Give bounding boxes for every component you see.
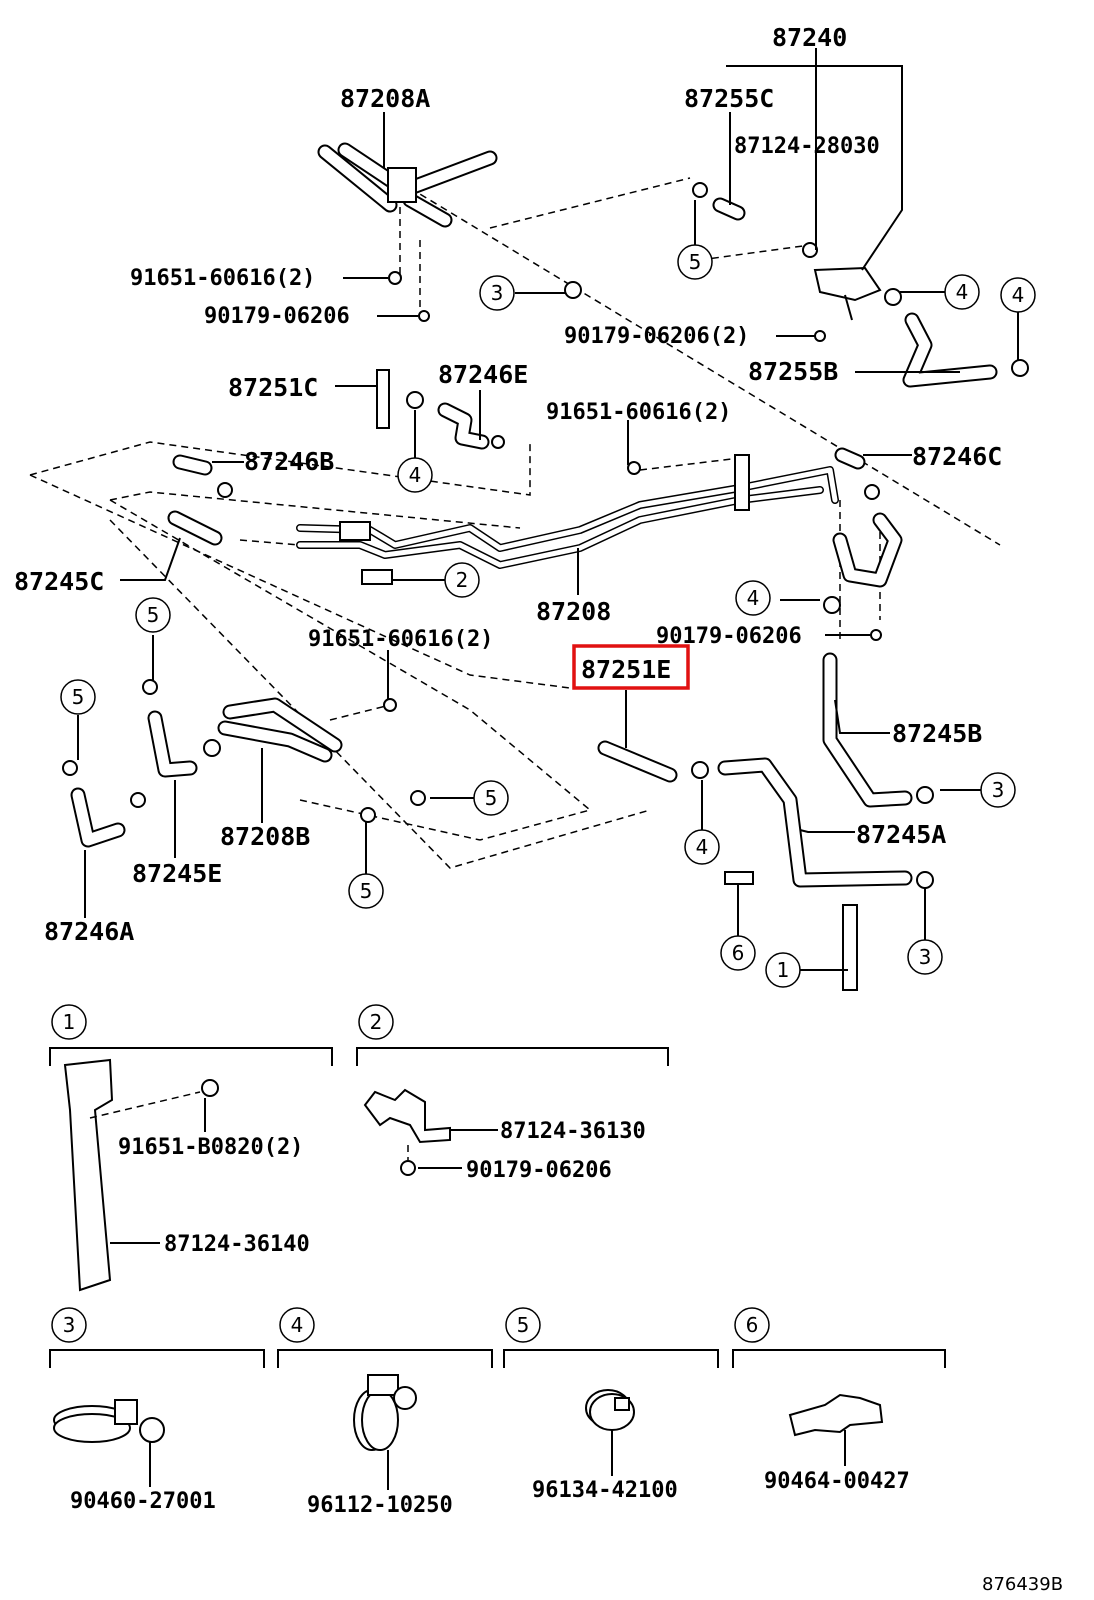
label-87255B: 87255B bbox=[748, 357, 838, 386]
callout-5: 5 bbox=[473, 780, 509, 816]
callout-4: 4 bbox=[735, 580, 771, 616]
label-87246E: 87246E bbox=[438, 360, 528, 389]
legend-group-5: 5 96134-42100 bbox=[503, 1307, 719, 1503]
svg-text:4: 4 bbox=[409, 463, 422, 487]
label-91651-60616-mid: 91651-60616(2) bbox=[546, 400, 731, 425]
label-90179-06206-top: 90179-06206 bbox=[204, 304, 350, 329]
callout-5: 5 bbox=[348, 873, 384, 909]
svg-text:2: 2 bbox=[370, 1010, 383, 1034]
svg-text:6: 6 bbox=[746, 1313, 759, 1337]
label-87255C: 87255C bbox=[684, 84, 774, 113]
legend-1-part-b: 87124-36140 bbox=[164, 1232, 310, 1257]
legend-group-3: 3 90460-27001 bbox=[49, 1307, 265, 1514]
svg-text:6: 6 bbox=[732, 941, 745, 965]
svg-text:5: 5 bbox=[72, 685, 85, 709]
legend-group-4: 4 96112-10250 bbox=[277, 1307, 493, 1518]
figure-id: 876439B bbox=[982, 1574, 1063, 1595]
legend-group-6: 6 90464-00427 bbox=[732, 1307, 946, 1494]
svg-text:5: 5 bbox=[147, 603, 160, 627]
callout-3: 3 bbox=[980, 772, 1016, 808]
callout-6: 6 bbox=[720, 935, 756, 971]
legend-3-part: 90460-27001 bbox=[70, 1489, 216, 1514]
svg-text:1: 1 bbox=[777, 958, 790, 982]
svg-text:4: 4 bbox=[291, 1313, 304, 1337]
svg-text:5: 5 bbox=[517, 1313, 530, 1337]
svg-text:4: 4 bbox=[956, 280, 969, 304]
legend-5-part: 96134-42100 bbox=[532, 1478, 678, 1503]
assembly-outlines bbox=[29, 177, 1001, 869]
svg-text:5: 5 bbox=[360, 879, 373, 903]
label-87251E: 87251E bbox=[581, 655, 671, 684]
label-87208A: 87208A bbox=[340, 84, 430, 113]
svg-text:3: 3 bbox=[992, 778, 1005, 802]
legend-1-part-a: 91651-B0820(2) bbox=[118, 1135, 303, 1160]
label-90179-06206-2: 90179-06206(2) bbox=[564, 324, 749, 349]
callout-5: 5 bbox=[135, 597, 171, 633]
label-87245A: 87245A bbox=[856, 820, 946, 849]
label-91651-60616-low: 91651-60616(2) bbox=[308, 627, 493, 652]
label-87208B: 87208B bbox=[220, 822, 310, 851]
svg-text:4: 4 bbox=[747, 586, 760, 610]
callout-4: 4 bbox=[684, 829, 720, 865]
legend-2-part-b: 90179-06206 bbox=[466, 1158, 612, 1183]
label-87240: 87240 bbox=[772, 23, 847, 52]
svg-text:4: 4 bbox=[696, 835, 709, 859]
callout-3: 3 bbox=[479, 275, 515, 311]
label-87245B: 87245B bbox=[892, 719, 982, 748]
label-87246C: 87246C bbox=[912, 442, 1002, 471]
svg-text:3: 3 bbox=[919, 945, 932, 969]
callout-2: 2 bbox=[444, 562, 480, 598]
svg-text:3: 3 bbox=[491, 281, 504, 305]
callout-circles: 5 3 4 4 4 2 4 5 5 3 5 4 5 6 1 3 bbox=[60, 244, 1036, 988]
svg-text:3: 3 bbox=[63, 1313, 76, 1337]
callout-1: 1 bbox=[765, 952, 801, 988]
label-87251C: 87251C bbox=[228, 373, 318, 402]
legend-4-part: 96112-10250 bbox=[307, 1493, 453, 1518]
label-87245C: 87245C bbox=[14, 567, 104, 596]
label-91651-60616-top: 91651-60616(2) bbox=[130, 266, 315, 291]
part-labels: 87240 87255C 87124-28030 87208A 91651-60… bbox=[14, 23, 1002, 946]
legend-6-part: 90464-00427 bbox=[764, 1469, 910, 1494]
label-87245E: 87245E bbox=[132, 859, 222, 888]
label-87246A: 87246A bbox=[44, 917, 134, 946]
svg-text:5: 5 bbox=[689, 250, 702, 274]
legend-2-part-a: 87124-36130 bbox=[500, 1119, 646, 1144]
label-87124-28030: 87124-28030 bbox=[734, 134, 880, 159]
label-87208: 87208 bbox=[536, 597, 611, 626]
legend-group-2: 2 87124-36130 90179-06206 bbox=[356, 1004, 669, 1183]
highlight-box-87251E bbox=[572, 644, 690, 690]
callout-5: 5 bbox=[677, 244, 713, 280]
callout-4: 4 bbox=[1000, 277, 1036, 313]
callout-4: 4 bbox=[944, 274, 980, 310]
svg-text:4: 4 bbox=[1012, 283, 1025, 307]
callout-5: 5 bbox=[60, 679, 96, 715]
svg-text:5: 5 bbox=[485, 786, 498, 810]
legend-group-1: 1 91651-B0820(2) 87124-36140 bbox=[49, 1004, 333, 1292]
svg-text:1: 1 bbox=[63, 1010, 76, 1034]
leader-lines bbox=[77, 48, 1019, 971]
label-87246B: 87246B bbox=[244, 447, 334, 476]
callout-3: 3 bbox=[907, 939, 943, 975]
callout-4: 4 bbox=[397, 457, 433, 493]
svg-text:2: 2 bbox=[456, 568, 469, 592]
